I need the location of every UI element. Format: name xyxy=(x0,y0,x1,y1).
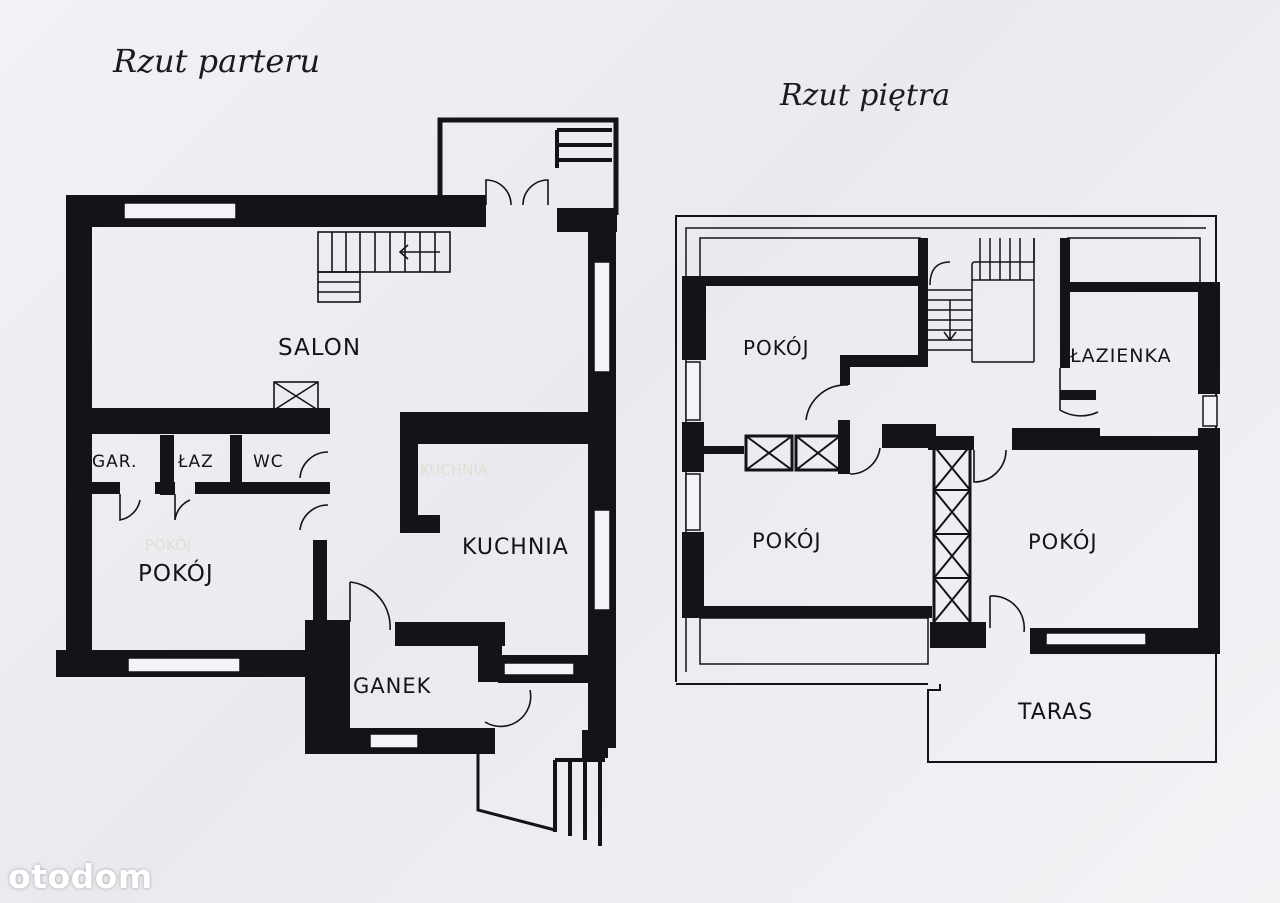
room-label-garderoba: GAR. xyxy=(92,452,137,472)
room-label-pokoj-mid: POKÓJ xyxy=(752,528,822,553)
upper-floor-plan: Rzut piętra POKÓJ ŁAZIENKA POKÓJ POKÓJ T… xyxy=(675,78,1220,763)
room-label-taras: TARAS xyxy=(1017,700,1093,725)
old-room-label: POKÓJ xyxy=(145,535,191,554)
upper-floor-wardrobes xyxy=(744,434,972,626)
ground-floor-title: Rzut parteru xyxy=(112,42,320,80)
room-label-pokoj-east: POKÓJ xyxy=(1028,529,1098,554)
room-label-lazienka: ŁAZ xyxy=(177,452,214,472)
upper-floor-walls xyxy=(682,238,1220,654)
ground-floor-vestibule xyxy=(437,117,619,215)
ground-floor-walls xyxy=(56,195,617,758)
room-label-lazienka-upper: ŁAZIENKA xyxy=(1069,345,1172,367)
room-label-ganek: GANEK xyxy=(353,674,432,698)
upper-floor-stairs xyxy=(928,238,1035,363)
room-label-pokoj-nw: POKÓJ xyxy=(743,336,809,360)
room-label-kuchnia: KUCHNIA xyxy=(462,535,569,560)
ground-floor-windows xyxy=(123,202,611,749)
ground-floor-plan: KUCHNIA POKÓJ Rzut parteru SALON GAR. ŁA… xyxy=(56,42,619,846)
upper-floor-doors xyxy=(805,368,1099,633)
ground-floor-entrance-steps xyxy=(476,754,605,846)
room-label-salon: SALON xyxy=(278,335,361,361)
upper-floor-windows xyxy=(685,361,1218,646)
ground-floor-doors xyxy=(119,179,549,728)
upper-floor-title: Rzut piętra xyxy=(779,78,950,113)
room-label-wc: WC xyxy=(253,452,284,472)
otodom-logo: otodom xyxy=(8,857,153,896)
ground-floor-stairs xyxy=(273,231,451,411)
room-label-pokoj: POKÓJ xyxy=(138,559,214,587)
old-kitchen-label: KUCHNIA xyxy=(420,461,489,479)
